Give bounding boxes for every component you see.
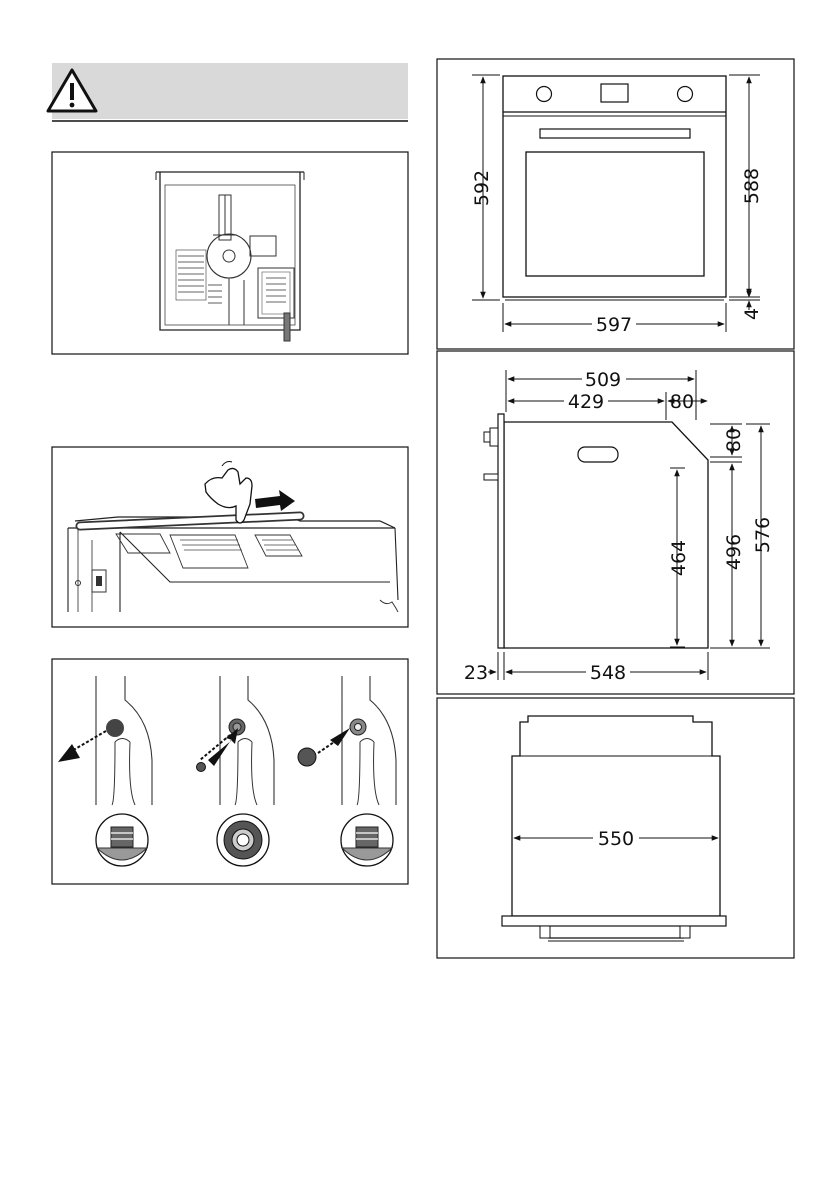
dim-step-height: 80 [723,428,745,452]
dim-total-height: 576 [752,517,774,553]
panel-front-view: 592 588 4 597 [437,59,794,349]
dim-height-body: 588 [741,168,763,204]
dim-depth-total: 509 [585,369,621,391]
dim-inner-height: 464 [668,540,690,576]
panel-top-removal [52,447,408,627]
dim-step-width: 80 [670,391,694,413]
panel-caps [52,659,408,884]
dim-front-offset: 23 [464,662,488,684]
dim-depth-body: 429 [568,391,604,413]
dim-width: 597 [596,314,632,336]
warning-banner [48,63,408,121]
panel-top-view: 550 [437,698,794,958]
dim-body-height: 496 [723,534,745,570]
dim-gap-bottom: 4 [741,308,763,320]
dim-depth-bottom: 548 [590,662,626,684]
dim-height-total: 592 [471,170,493,206]
dim-top-width: 550 [598,828,634,850]
panel-oven-back [52,152,408,354]
panel-side-view: 509 429 80 80 464 496 576 23 548 [437,351,794,694]
